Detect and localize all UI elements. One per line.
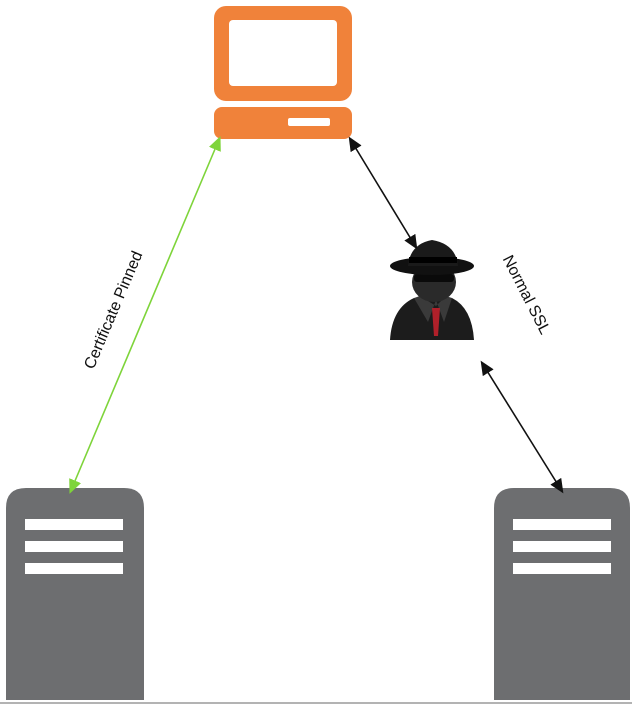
computer-base-slot — [288, 118, 330, 126]
spy-glasses — [414, 274, 454, 282]
spy-hat-band — [409, 257, 457, 263]
server-right-line-3 — [513, 563, 611, 574]
server-left-line-2 — [25, 541, 123, 552]
spy-icon — [390, 240, 474, 340]
certificate-pinned-label: Certificate Pinned — [81, 249, 146, 372]
normal-ssl-arrow-top — [352, 142, 414, 244]
server-left-line-1 — [25, 519, 123, 530]
pinned-arrow — [72, 142, 218, 488]
computer-base — [214, 107, 352, 139]
normal-ssl-arrow-bottom — [484, 366, 560, 488]
server-right-icon — [494, 488, 630, 700]
server-right-line-1 — [513, 519, 611, 530]
server-right-line-2 — [513, 541, 611, 552]
server-left-line-3 — [25, 563, 123, 574]
normal-ssl-label: Normal SSL — [499, 253, 553, 338]
computer-icon — [214, 6, 352, 139]
server-left-icon — [6, 488, 144, 700]
computer-screen — [229, 20, 337, 86]
